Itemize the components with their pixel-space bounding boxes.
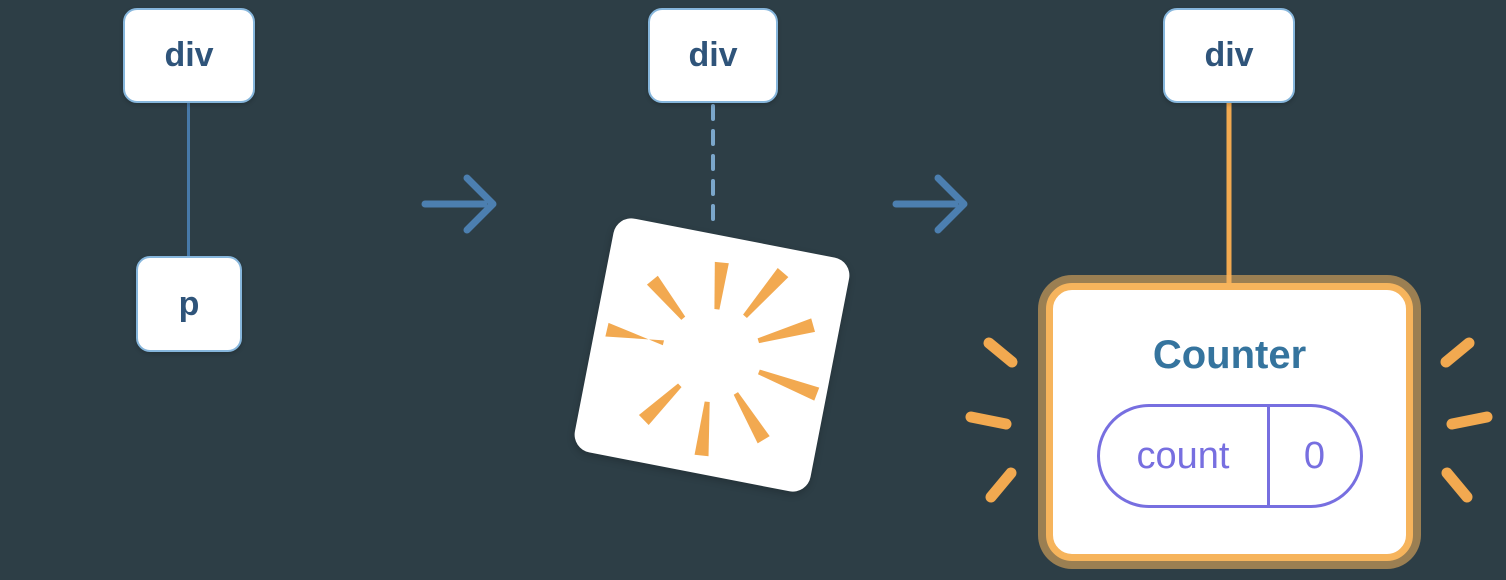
deleted-node-card [571,215,853,495]
counter-component-card: Counter count 0 [1046,283,1413,561]
state-pill: count 0 [1096,404,1363,508]
component-title: Counter [1152,333,1307,377]
dom-node-div: div [648,8,778,103]
state-value: 0 [1303,434,1326,477]
arrow-right-icon [892,174,968,234]
node-label: p [178,284,200,323]
dom-node-p: p [136,256,242,352]
node-label: div [164,36,214,74]
poof-burst-icon [605,261,820,457]
arrow-right-icon [421,174,497,234]
node-label: div [688,36,738,74]
node-label: div [1204,36,1254,74]
dom-node-div: div [123,8,255,103]
state-key: count [1100,407,1270,505]
dom-node-div: div [1163,8,1295,103]
